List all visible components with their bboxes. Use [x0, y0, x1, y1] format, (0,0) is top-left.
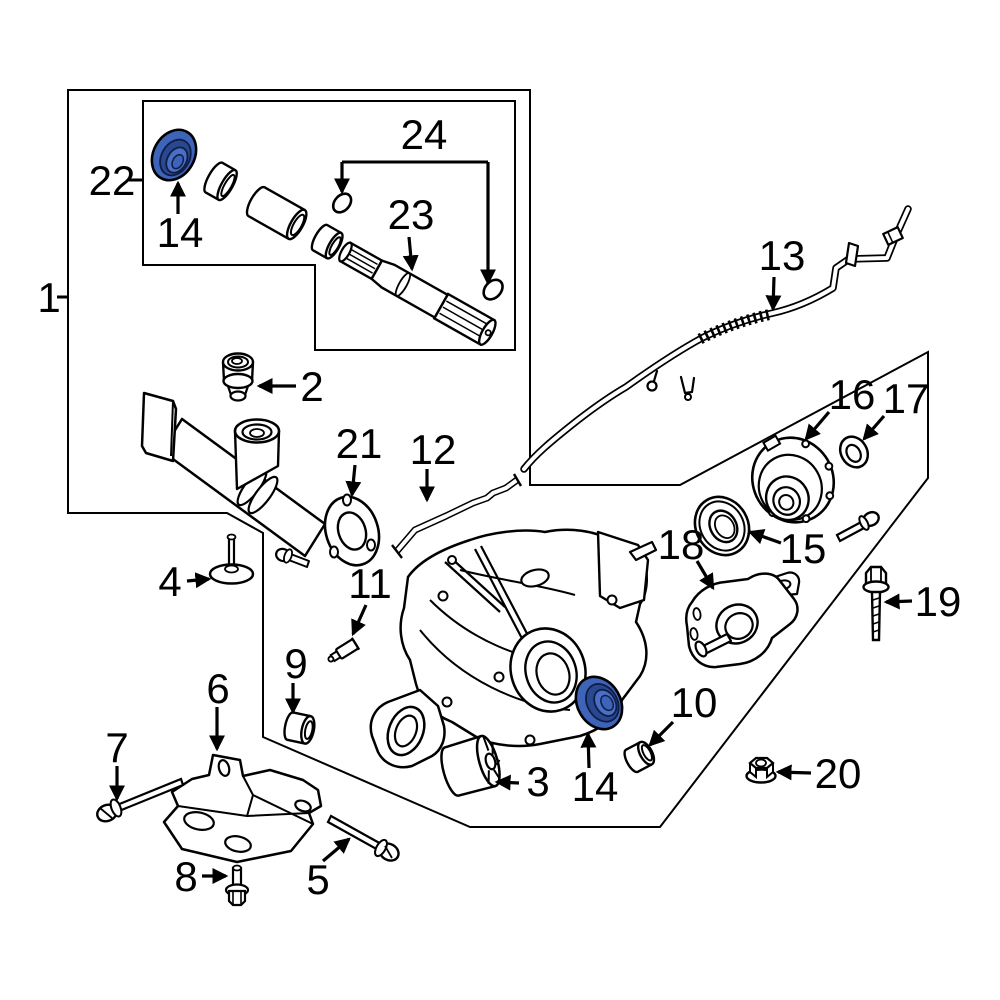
part-10-bushing	[623, 740, 656, 774]
part-14-seal-highlighted	[150, 128, 198, 182]
part-2-vent-cap	[221, 352, 255, 402]
callout-15-arrow	[747, 529, 782, 545]
shaft-ring	[310, 223, 344, 260]
callout-16-arrow	[804, 410, 831, 441]
tube-end-fitting	[882, 226, 904, 246]
part-16-coupling	[750, 434, 836, 524]
callout-1: 1	[37, 274, 60, 321]
callout-10: 10	[671, 679, 718, 726]
part-24-circlip	[331, 192, 353, 214]
tube-ribbed-section	[697, 308, 774, 344]
part-8-bolt	[224, 864, 250, 907]
callout-13-arrow	[765, 276, 782, 312]
part-19-bolt	[862, 565, 890, 642]
part-21-axle-tube	[140, 391, 381, 568]
part-22-shaft-assembly	[150, 128, 504, 347]
callout-14: 14	[572, 763, 619, 810]
part-4-pin	[208, 533, 255, 585]
housing-right-block	[596, 530, 650, 610]
callout-14-arrow	[580, 731, 597, 769]
part-17-seal	[838, 435, 870, 469]
tube-clip	[646, 380, 658, 392]
callout-3: 3	[526, 758, 549, 805]
callout-15: 15	[780, 525, 827, 572]
callout-19: 19	[915, 578, 962, 625]
part-15-seal	[693, 495, 751, 557]
callout-23: 23	[388, 191, 435, 238]
callout-19-arrow	[883, 593, 913, 610]
callout-18: 18	[658, 521, 705, 568]
callout-23-arrow	[402, 236, 419, 272]
flange-bolt	[275, 547, 310, 568]
callout-11: 11	[348, 560, 392, 607]
callout-5-arrow	[321, 837, 351, 863]
callout-16: 16	[829, 371, 876, 418]
part-5-bolt	[326, 814, 400, 862]
callout-11-arrow	[351, 604, 368, 637]
callout-9: 9	[284, 640, 307, 687]
assembly-outline	[67, 89, 929, 828]
part-11-fitting	[327, 637, 361, 663]
callout-24: 24	[401, 111, 448, 158]
coupling-bolt	[835, 510, 880, 543]
callout-14: 14	[157, 209, 204, 256]
companion-flange	[323, 493, 381, 567]
part-23-output-shaft	[338, 241, 497, 347]
callout-7: 7	[105, 724, 128, 771]
part-12-brace-rod	[391, 473, 523, 559]
part-13-breather-tube	[520, 205, 912, 473]
part-20-nut	[745, 756, 777, 784]
callout-21-arrow	[345, 464, 362, 498]
tube-strap	[844, 241, 860, 268]
callout-8: 8	[174, 853, 197, 900]
callout-4: 4	[158, 558, 181, 605]
part-7-bolt	[96, 777, 185, 823]
callout-6: 6	[206, 665, 229, 712]
part-14-seal-highlighted	[574, 675, 624, 731]
callout-10-arrow	[648, 720, 675, 747]
callout-22: 22	[89, 157, 136, 204]
callout-17: 17	[883, 375, 930, 422]
callout-3-arrow	[494, 774, 520, 791]
callout-20-arrow	[775, 764, 812, 781]
callout-18-arrow	[695, 560, 715, 591]
callout-2: 2	[300, 363, 323, 410]
part-9-bushing	[283, 711, 316, 745]
part-24-circlip	[482, 278, 504, 301]
tube-clip	[679, 375, 696, 395]
callout-21: 21	[336, 420, 383, 467]
differential-housing	[369, 528, 658, 769]
part-18-mount	[684, 571, 801, 669]
callout-5: 5	[306, 856, 329, 903]
shaft-spacer	[245, 185, 308, 241]
callout-13: 13	[759, 232, 806, 279]
part-3-bushing	[440, 734, 501, 797]
shaft-bushing	[203, 161, 238, 202]
callout-17-arrow	[862, 414, 886, 441]
callout-20: 20	[815, 750, 862, 797]
callout-4-arrow	[186, 572, 212, 589]
shaft-kit-box	[142, 100, 516, 351]
part-6-bracket	[162, 753, 323, 864]
callout-12: 12	[410, 426, 457, 473]
